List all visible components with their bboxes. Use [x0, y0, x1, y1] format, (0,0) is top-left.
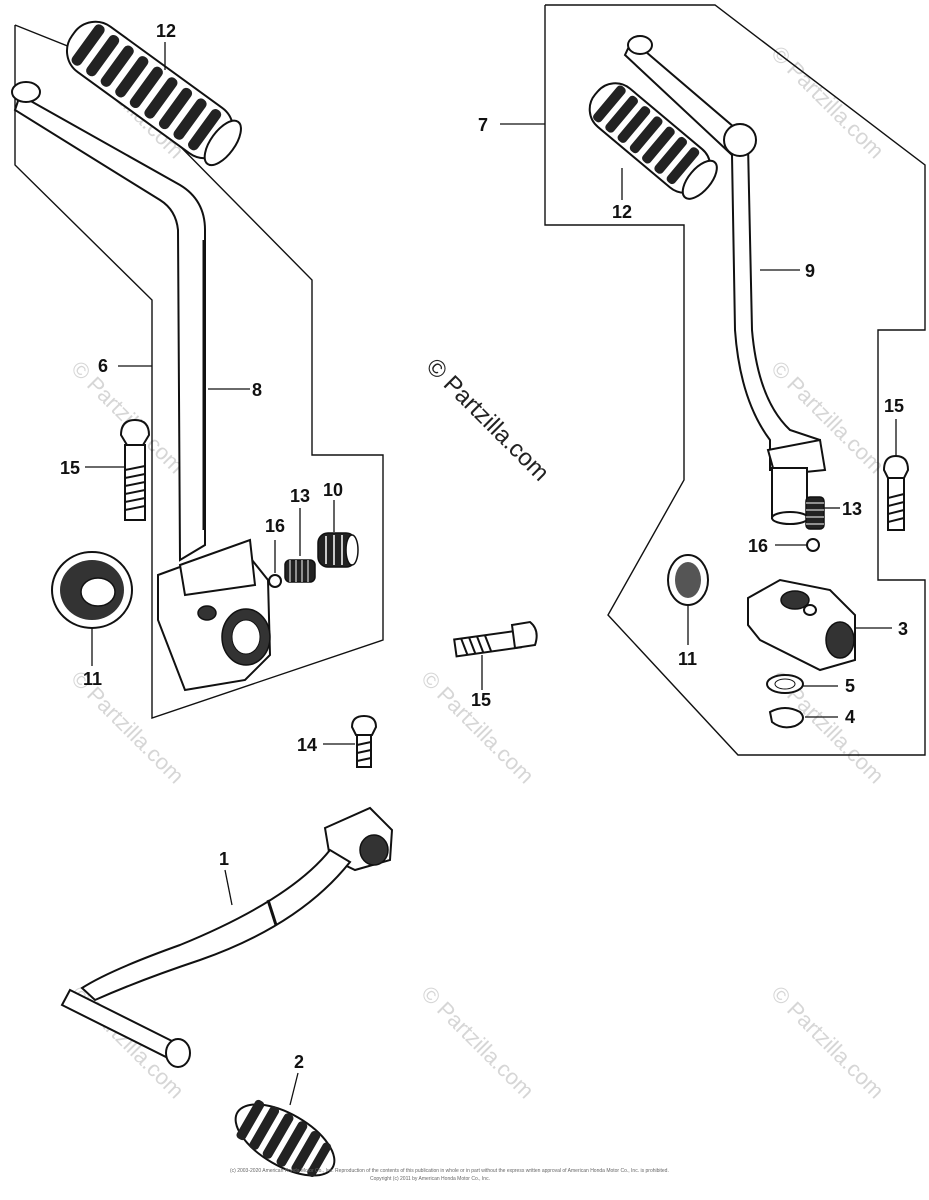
copyright-line-2: Copyright (c) 2011 by American Honda Mot… — [370, 1176, 490, 1182]
pedal-rubber — [234, 1099, 336, 1177]
watermark-top-right: © Partzilla.com — [766, 41, 889, 164]
grip-rubber-right — [588, 82, 718, 200]
watermark-center: © Partzilla.com — [421, 353, 554, 486]
watermark-bottom-right: © Partzilla.com — [766, 981, 889, 1104]
callout-7: 7 — [478, 115, 488, 135]
watermark-bottom-center: © Partzilla.com — [416, 981, 539, 1104]
bolt-15-right — [882, 454, 910, 531]
grip-rubber-left — [66, 20, 242, 167]
bolt-14 — [350, 714, 378, 768]
left-group-frame — [14, 24, 384, 719]
right-group-frame — [544, 4, 926, 756]
callout-13-left: 13 — [290, 486, 310, 506]
callout-8: 8 — [252, 380, 262, 400]
copyright-line-1: (c) 2003-2020 American Honda Motor Co., … — [230, 1168, 669, 1174]
bolt-15-center — [453, 620, 538, 658]
callout-16-right: 16 — [748, 536, 768, 556]
callout-10: 10 — [323, 480, 343, 500]
callout-12-left: 12 — [156, 21, 176, 41]
kick-starter-arm-right — [623, 35, 827, 525]
callout-11-right: 11 — [678, 649, 697, 669]
callout-13-right: 13 — [842, 499, 862, 519]
callout-3: 3 — [898, 619, 908, 639]
spring-13-left — [284, 559, 316, 583]
spring-13-right — [805, 496, 825, 530]
callout-12-right: 12 — [612, 202, 632, 222]
callout-4: 4 — [845, 707, 855, 727]
callout-2: 2 — [294, 1052, 304, 1072]
spring-10-left — [317, 532, 359, 568]
callout-9: 9 — [805, 261, 815, 281]
callout-15-right: 15 — [884, 396, 904, 416]
callout-5: 5 — [845, 676, 855, 696]
callout-16-left: 16 — [265, 516, 285, 536]
gear-change-pedal — [60, 806, 394, 1068]
callout-6: 6 — [98, 356, 108, 376]
steel-ball-left — [268, 574, 282, 588]
oil-seal-left — [51, 551, 133, 629]
callout-1: 1 — [219, 849, 229, 869]
steel-ball-right — [806, 538, 820, 552]
callout-15-left: 15 — [60, 458, 80, 478]
callout-11-left: 11 — [83, 669, 102, 689]
circlip — [768, 707, 805, 729]
bolt-15-left — [119, 418, 151, 521]
callout-15-center: 15 — [471, 690, 491, 710]
leader-lines — [85, 42, 897, 1106]
oil-seal-right — [667, 554, 709, 606]
kick-starter-pinion — [747, 578, 856, 672]
kick-starter-arm-left — [11, 81, 272, 692]
watermark-low-center: © Partzilla.com — [416, 666, 539, 789]
callout-14: 14 — [297, 735, 317, 755]
